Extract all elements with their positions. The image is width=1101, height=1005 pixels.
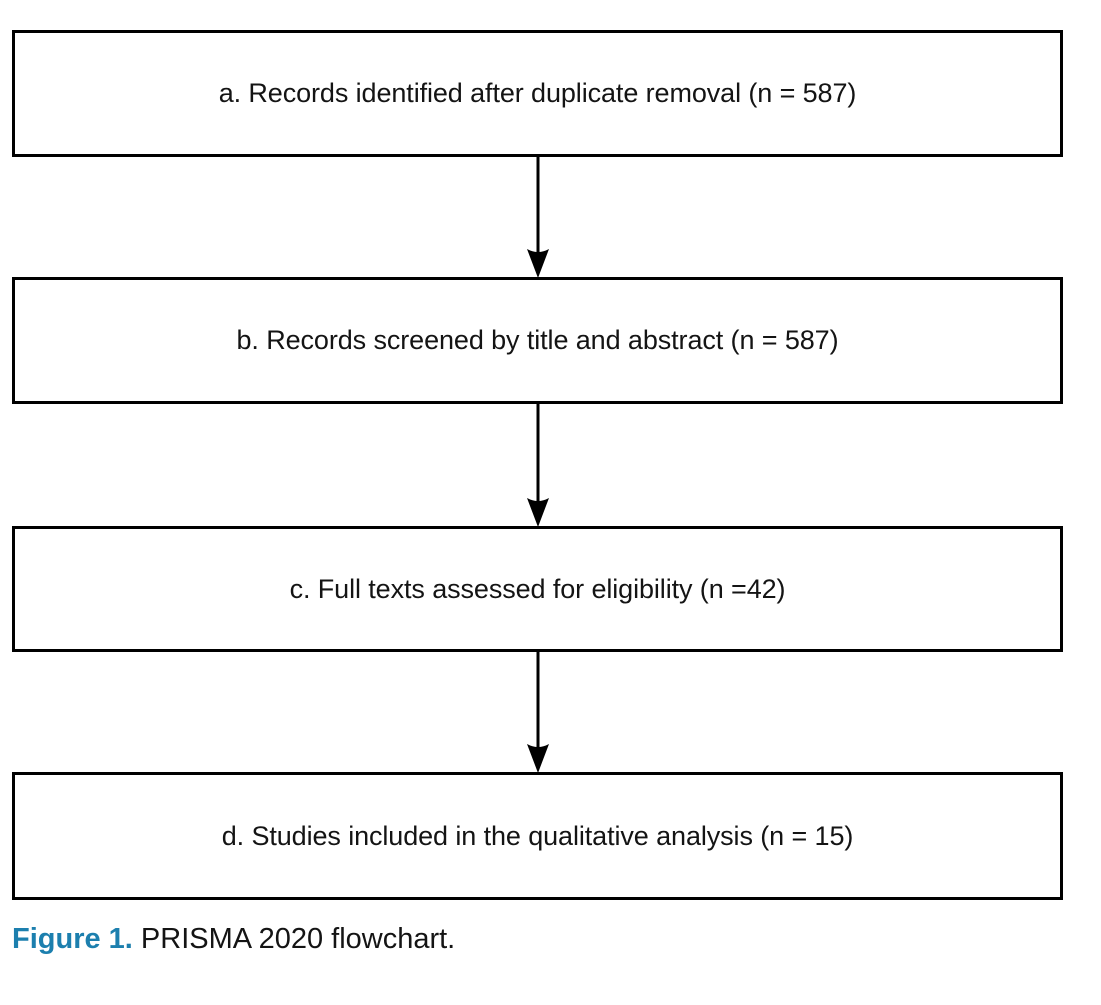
figure-caption-label: Figure 1.: [12, 923, 133, 955]
flow-node-c-full-texts-assessed[interactable]: c. Full texts assessed for eligibility (…: [12, 526, 1063, 652]
flow-node-b-records-screened[interactable]: b. Records screened by title and abstrac…: [12, 277, 1063, 404]
flow-node-b-label: b. Records screened by title and abstrac…: [236, 325, 839, 356]
figure-caption-text-inner: PRISMA 2020 flowchart.: [140, 923, 456, 955]
flow-node-c-label: c. Full texts assessed for eligibility (…: [289, 573, 786, 604]
flow-arrow-b-to-c: [514, 404, 562, 527]
flow-arrow-c-to-d: [514, 652, 562, 773]
flow-arrow-a-to-b: [514, 157, 562, 278]
flow-node-a-records-identified[interactable]: a. Records identified after duplicate re…: [12, 30, 1063, 157]
arrow-down-icon: [527, 404, 549, 527]
figure-caption-text: PRISMA 2020 flowchart.: [133, 923, 455, 955]
figure-caption: Figure 1. PRISMA 2020 flowchart.: [12, 921, 1072, 957]
arrow-down-icon: [527, 652, 549, 773]
flow-node-d-studies-included[interactable]: d. Studies included in the qualitative a…: [12, 772, 1063, 900]
flow-node-d-label: d. Studies included in the qualitative a…: [221, 820, 854, 851]
arrow-down-icon: [527, 157, 549, 278]
flow-node-a-label: a. Records identified after duplicate re…: [218, 78, 857, 109]
